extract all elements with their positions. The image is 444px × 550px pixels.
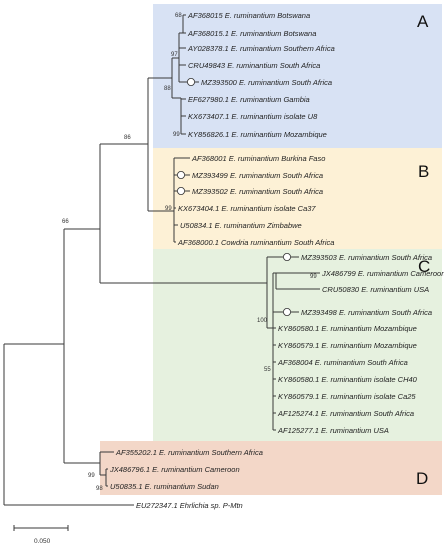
taxon-label: AF368015.1 E. ruminantium Botswana xyxy=(187,29,316,38)
support-value: 99 xyxy=(165,206,172,212)
scale-bar: 0.050 xyxy=(13,525,69,545)
taxon-label: KX673404.1 E. ruminantium isolate Ca37 xyxy=(178,204,316,213)
taxon-label: AF368015 E. ruminantium Botswana xyxy=(187,11,310,20)
support-value: 99 xyxy=(88,473,95,479)
taxon-label: AF355202.1 E. ruminantium Southern Afric… xyxy=(115,448,263,457)
taxon-label: KY860579.1 E. ruminantium Mozambique xyxy=(278,341,417,350)
taxon-label: U50834.1 E. ruminantium Zimbabwe xyxy=(180,221,302,230)
support-value: 98 xyxy=(96,486,103,492)
taxon-label: AF368000.1 Cowdria ruminantium South Afr… xyxy=(177,238,334,247)
support-value: 99 xyxy=(173,132,180,138)
clade-b-box xyxy=(153,148,442,249)
taxon-label: MZ393500 E. ruminantium South Africa xyxy=(201,78,332,87)
support-value: 97 xyxy=(171,52,178,58)
taxon-label: MZ393498 E. ruminantium South Africa xyxy=(301,308,432,317)
taxon-label: EU272347.1 Ehrlichia sp. P-Mtn xyxy=(136,501,243,510)
clade-b-label: B xyxy=(418,162,429,181)
support-value: 66 xyxy=(62,219,69,225)
taxon-label: MZ393503 E. ruminantium South Africa xyxy=(301,253,432,262)
taxon-label: JX486796.1 E. ruminantium Cameroon xyxy=(109,465,240,474)
scale-bar-label: 0.050 xyxy=(34,538,51,545)
clade-d-box xyxy=(100,441,442,495)
support-value: 86 xyxy=(124,135,131,141)
sample-circle-icon xyxy=(282,307,291,316)
taxon-label: KY856826.1 E. ruminantium Mozambique xyxy=(188,130,327,139)
support-value: 100 xyxy=(257,318,268,324)
support-value: 68 xyxy=(175,13,182,19)
tree-branches xyxy=(3,14,320,506)
taxon-label: AF125274.1 E. ruminantium South Africa xyxy=(277,409,414,418)
clade-c-box xyxy=(153,249,442,441)
support-values: 68 97 88 99 86 99 66 99 100 55 99 98 xyxy=(62,13,317,492)
taxon-labels: AF368015 E. ruminantium Botswana AF36801… xyxy=(109,11,444,510)
taxon-label: U50835.1 E. ruminantium Sudan xyxy=(110,482,219,491)
taxon-label: EF627980.1 E. ruminantium Gambia xyxy=(188,95,310,104)
taxon-label: KY860580.1 E. ruminantium Mozambique xyxy=(278,324,417,333)
clade-a-label: A xyxy=(417,12,429,31)
taxon-label: CRU50830 E. ruminantium USA xyxy=(322,285,429,294)
support-value: 55 xyxy=(264,367,271,373)
taxon-label: AF125277.1 E. ruminantium USA xyxy=(277,426,389,435)
taxon-label: MZ393502 E. ruminantium South Africa xyxy=(192,187,323,196)
taxon-label: KX673407.1 E. ruminantium isolate U8 xyxy=(188,112,318,121)
taxon-label: CRU49843 E. ruminantium South Africa xyxy=(188,61,320,70)
sample-circle-icon xyxy=(176,170,185,179)
taxon-label: KY860579.1 E. ruminantium isolate Ca25 xyxy=(278,392,416,401)
taxon-label: MZ393499 E. ruminantium South Africa xyxy=(192,171,323,180)
support-value: 99 xyxy=(310,274,317,280)
taxon-label: JX486799 E. ruminantium Cameroon xyxy=(321,269,444,278)
sample-circle-icon xyxy=(282,252,291,261)
clade-c-label: C xyxy=(418,257,430,276)
taxon-label: KY860580.1 E. ruminantium isolate CH40 xyxy=(278,375,418,384)
sample-circle-icon xyxy=(186,78,195,87)
clade-a-box xyxy=(153,4,442,148)
taxon-label: AF368004 E. ruminantium South Africa xyxy=(277,358,408,367)
support-value: 88 xyxy=(164,86,171,92)
sample-circle-icon xyxy=(176,186,185,195)
clade-d-label: D xyxy=(416,469,428,488)
taxon-label: AY028378.1 E. ruminantium Southern Afric… xyxy=(187,44,335,53)
taxon-label: AF368001 E. ruminantium Burkina Faso xyxy=(191,154,325,163)
